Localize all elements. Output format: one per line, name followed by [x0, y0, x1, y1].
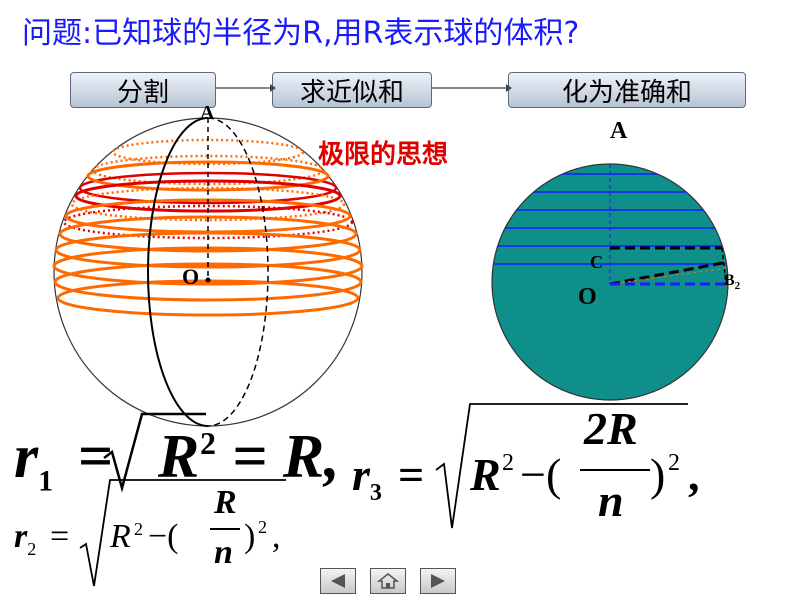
sphere-label-a: A — [200, 102, 215, 124]
segment-diag — [609, 260, 729, 286]
disc-label-a: A — [610, 118, 628, 144]
radical-r3 — [435, 403, 688, 529]
arrow-1-head — [270, 84, 276, 92]
radical-r1 — [103, 412, 206, 493]
step-approx-sum: 求近似和 — [272, 72, 432, 108]
ring-dotted-1 — [111, 138, 305, 166]
disc-figure — [491, 163, 729, 401]
arrow-2-head — [506, 84, 512, 92]
sphere-figure — [52, 117, 364, 427]
ring-dotted-3 — [70, 186, 346, 222]
meridian-back — [207, 117, 269, 427]
step-exact-sum: 化为准确和 — [508, 72, 746, 108]
previous-icon — [331, 574, 345, 588]
question-title: 问题:已知球的半径为R,用R表示球的体积? — [22, 16, 580, 51]
next-icon — [431, 574, 445, 588]
meridian-front — [147, 117, 209, 427]
formula-r2: r2 = R 2 −( R n ) 2 , — [14, 484, 281, 571]
formula-r3: r3 = R 2 −( 2R n ) 2 , — [352, 403, 700, 526]
home-button[interactable] — [370, 568, 406, 594]
home-icon — [377, 573, 399, 589]
disc-label-c: C — [590, 252, 603, 272]
disc-label-b: B2 — [724, 272, 741, 293]
formula-r1: r1 = R 2 = R, — [14, 423, 340, 498]
radical-r2 — [79, 479, 286, 587]
limit-idea-label: 极限的思想 — [318, 140, 449, 170]
next-button[interactable] — [420, 568, 456, 594]
step-divide: 分割 — [70, 72, 216, 108]
ring-dotted-2 — [91, 154, 325, 186]
disc-label-o: O — [578, 284, 597, 310]
previous-button[interactable] — [320, 568, 356, 594]
center-point — [205, 277, 211, 283]
sphere-label-o: O — [182, 264, 200, 289]
ring-solid-8 — [56, 279, 360, 317]
